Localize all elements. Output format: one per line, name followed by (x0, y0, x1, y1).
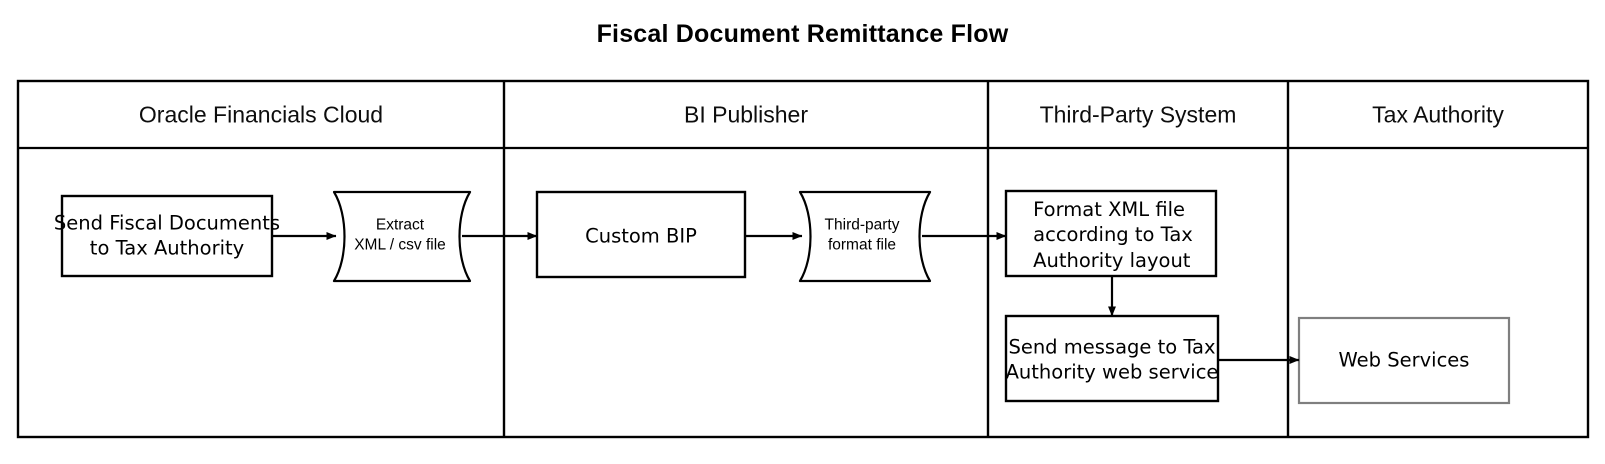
node-label-line: Send Fiscal Documents (53, 211, 281, 235)
node-label-line: Custom BIP (585, 224, 697, 248)
node-label-web-services: Web Services (1339, 347, 1470, 372)
node-label-line: Third-party (824, 216, 900, 234)
node-web-services (1297, 316, 1511, 405)
node-extract-file (332, 190, 472, 283)
node-label-line: Authority web service (1005, 361, 1219, 384)
lane-header-third-party-system: Third-Party System (1039, 101, 1237, 128)
lane-header-oracle-financials-cloud: Oracle Financials Cloud (138, 101, 384, 128)
node-label-line: Extract (375, 216, 425, 234)
node-label-line: XML / csv file (354, 237, 446, 254)
node-label-format-xml: Format XML file according to Tax Authori… (1033, 197, 1193, 273)
node-third-party-file (798, 190, 932, 283)
node-label-line: according to Tax (1033, 223, 1193, 247)
node-label-line: Authority layout (1033, 248, 1191, 272)
node-format-xml (1004, 189, 1218, 278)
node-send-fiscal-documents (60, 194, 274, 278)
node-label-line: format file (827, 237, 897, 254)
page-title: Fiscal Document Remittance Flow (596, 20, 1009, 48)
lane-header-tax-authority: Tax Authority (1372, 101, 1504, 128)
node-label-send-fiscal-documents: Send Fiscal Documents to Tax Authority (54, 211, 280, 262)
lane-header-bi-publisher: BI Publisher (683, 101, 809, 128)
node-label-send-message: Send message to Tax Authority web servic… (1006, 335, 1219, 386)
node-label-line: Web Services (1338, 348, 1470, 372)
node-label-extract-file: Extract XML / csv file (354, 216, 446, 257)
node-label-line: to Tax Authority (89, 237, 245, 260)
node-label-third-party-file: Third-party format file (825, 216, 900, 257)
node-label-line: Format XML file (1033, 197, 1186, 221)
node-label-custom-bip: Custom BIP (585, 223, 697, 248)
node-label-line: Send message to Tax (1008, 335, 1216, 359)
